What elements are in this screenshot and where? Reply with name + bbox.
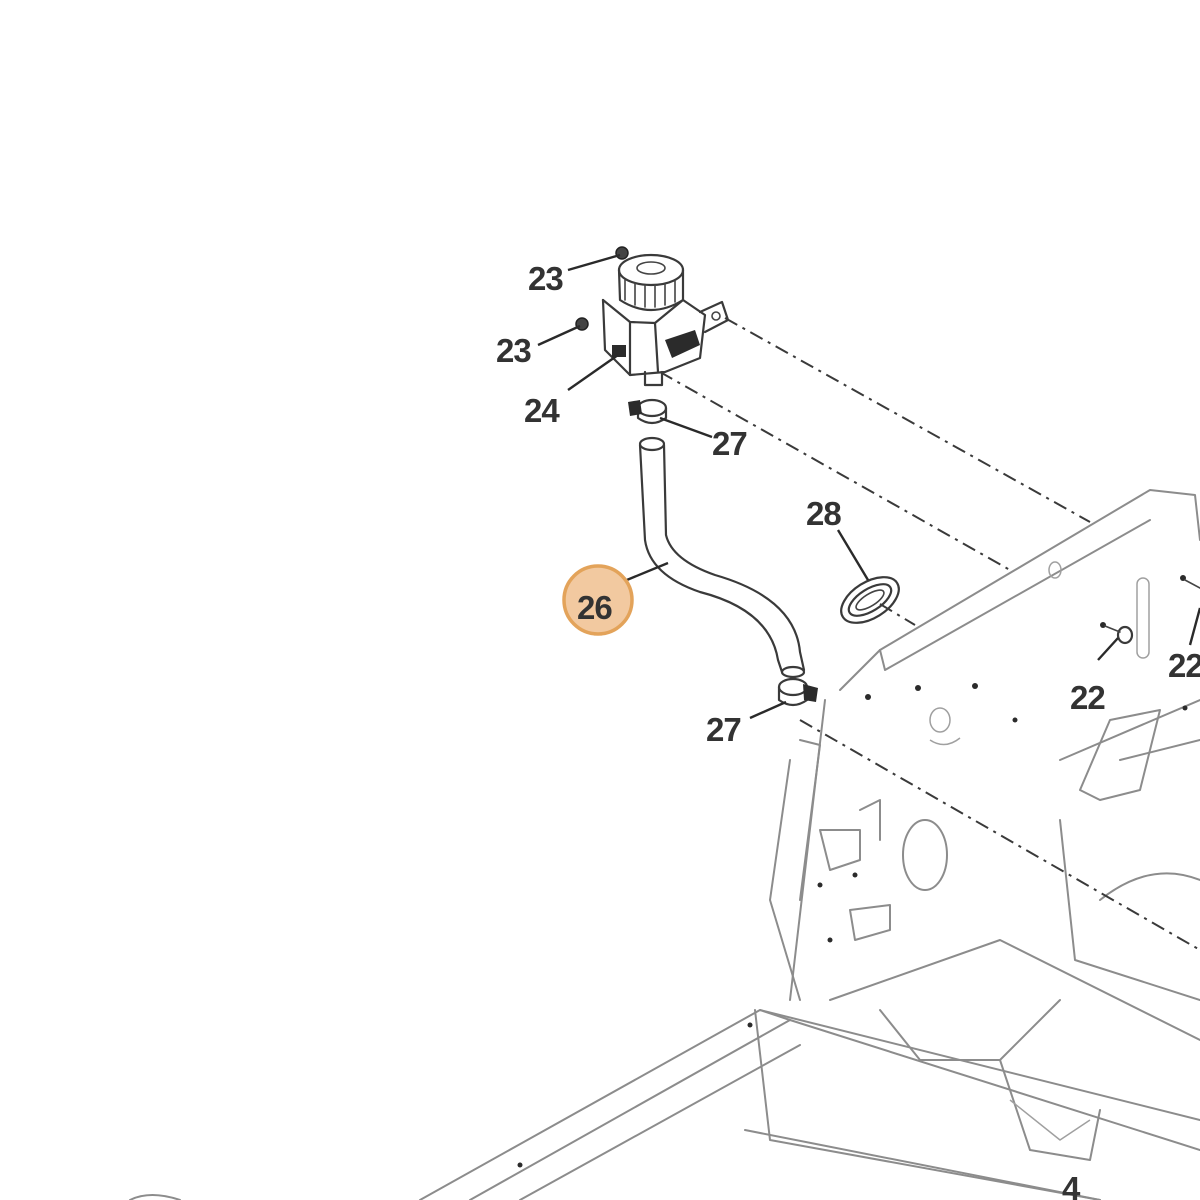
coolant-hose-part-26	[638, 436, 806, 679]
fastener-part-22-center	[1100, 622, 1134, 645]
hose-clamp-part-27-lower	[777, 677, 818, 707]
highlight-circle-26	[562, 564, 634, 636]
callout-28: 28	[806, 495, 841, 532]
callout-22-center: 22	[1070, 679, 1105, 716]
grommet-part-28	[840, 576, 900, 624]
callout-labels: 23 23 24 27 28 26 27 22 22 4	[496, 260, 1200, 1200]
callout-23-lower: 23	[496, 332, 531, 369]
callout-26: 26	[577, 589, 612, 626]
leader-lines	[537, 253, 1200, 720]
hose-clamp-part-27-upper	[628, 398, 668, 425]
chassis-frame	[129, 489, 1200, 1200]
callout-27-upper: 27	[712, 425, 747, 462]
alignment-lines	[659, 317, 1200, 951]
callout-4: 4	[1062, 1170, 1081, 1200]
coolant-reservoir-part-24	[601, 253, 730, 387]
callout-24: 24	[524, 392, 560, 429]
screw-part-23-upper	[615, 246, 629, 260]
fastener-part-22-right	[1180, 575, 1200, 589]
callout-22-right: 22	[1168, 647, 1200, 684]
callout-27-lower: 27	[706, 711, 741, 748]
callout-23-upper: 23	[528, 260, 563, 297]
